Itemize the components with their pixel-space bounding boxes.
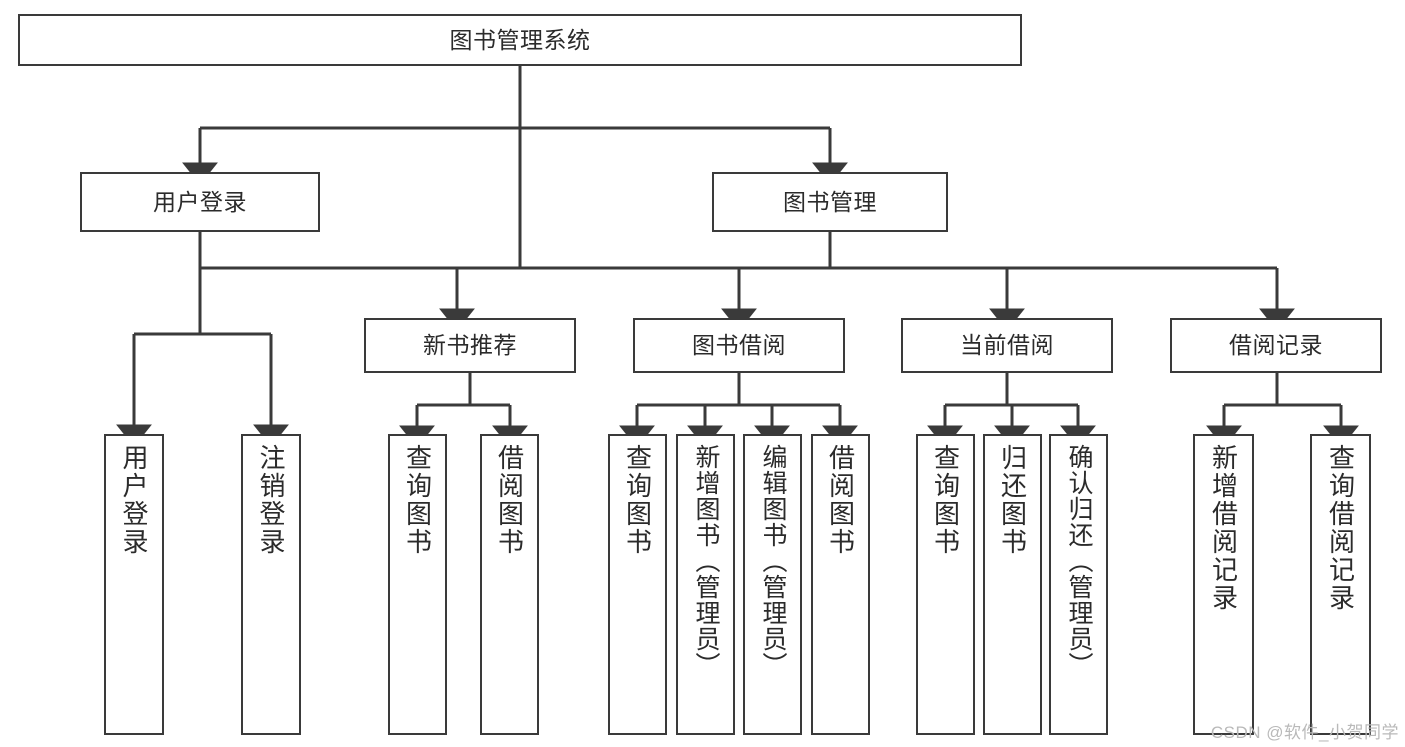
node-leaf-return-book[interactable]: 归还图书 [983,434,1042,735]
node-book-borrow-label: 图书借阅 [692,332,786,359]
node-user-login[interactable]: 用户登录 [80,172,320,232]
node-leaf-return-book-label: 归还图书 [997,444,1028,556]
node-leaf-edit-book[interactable]: 编辑图书（管理员） [743,434,802,735]
node-leaf-edit-book-label: 编辑图书（管理员） [759,444,787,678]
node-leaf-borrow-book-2-label: 借阅图书 [825,444,856,556]
node-root-label: 图书管理系统 [449,26,591,53]
node-leaf-add-record-label: 新增借阅记录 [1208,444,1239,612]
node-current-borrow-label: 当前借阅 [960,332,1054,359]
node-leaf-query-book-1[interactable]: 查询图书 [388,434,447,735]
node-book-borrow[interactable]: 图书借阅 [633,318,845,373]
node-borrow-record[interactable]: 借阅记录 [1170,318,1382,373]
node-root[interactable]: 图书管理系统 [18,14,1022,66]
node-leaf-add-book[interactable]: 新增图书（管理员） [676,434,735,735]
node-leaf-query-book-1-label: 查询图书 [402,444,433,556]
node-leaf-add-book-label: 新增图书（管理员） [692,444,720,678]
node-leaf-user-login[interactable]: 用户登录 [104,434,164,735]
node-leaf-query-record[interactable]: 查询借阅记录 [1310,434,1371,735]
node-leaf-add-record[interactable]: 新增借阅记录 [1193,434,1254,735]
node-leaf-borrow-book-1-label: 借阅图书 [494,444,525,556]
node-book-manage-label: 图书管理 [783,188,877,215]
node-leaf-query-book-2-label: 查询图书 [622,444,653,556]
node-leaf-logout[interactable]: 注销登录 [241,434,301,735]
csdn-watermark: CSDN @软件_小贺同学 [1210,723,1399,742]
node-leaf-confirm-return[interactable]: 确认归还（管理员） [1049,434,1108,735]
node-book-manage[interactable]: 图书管理 [712,172,948,232]
node-leaf-query-book-3-label: 查询图书 [930,444,961,556]
node-user-login-label: 用户登录 [153,188,247,215]
node-borrow-record-label: 借阅记录 [1229,332,1323,359]
node-leaf-borrow-book-2[interactable]: 借阅图书 [811,434,870,735]
node-current-borrow[interactable]: 当前借阅 [901,318,1113,373]
node-leaf-confirm-return-label: 确认归还（管理员） [1065,444,1093,678]
node-leaf-query-book-2[interactable]: 查询图书 [608,434,667,735]
node-new-book-rec-label: 新书推荐 [423,332,517,359]
node-leaf-logout-label: 注销登录 [256,444,286,556]
node-leaf-query-record-label: 查询借阅记录 [1325,444,1356,612]
node-leaf-borrow-book-1[interactable]: 借阅图书 [480,434,539,735]
node-leaf-query-book-3[interactable]: 查询图书 [916,434,975,735]
node-new-book-rec[interactable]: 新书推荐 [364,318,576,373]
node-leaf-user-login-label: 用户登录 [119,444,149,556]
